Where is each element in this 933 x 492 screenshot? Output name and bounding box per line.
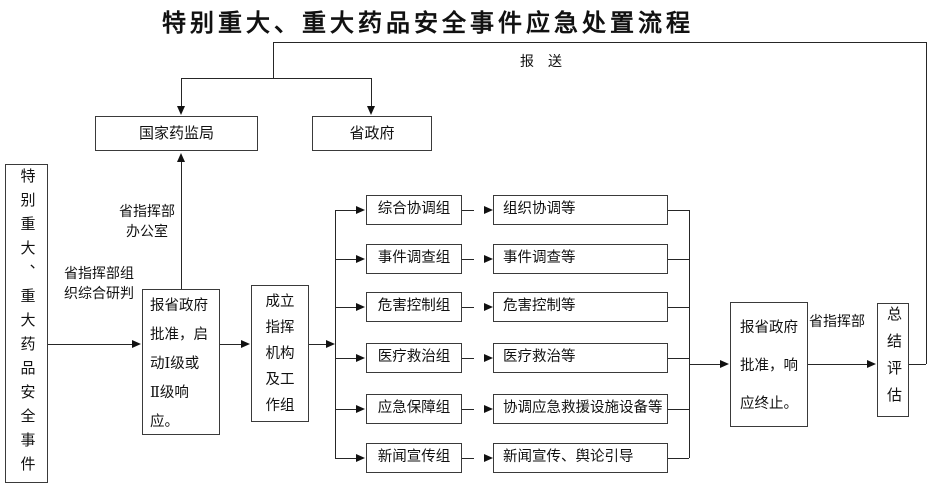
event-box: 特别重大、重大药品安全事件 <box>5 164 48 483</box>
flow-line <box>462 458 474 459</box>
arrowhead-right <box>356 206 365 214</box>
arrowhead-right <box>720 360 729 368</box>
arrowhead-right <box>484 255 493 263</box>
arrowhead-right <box>867 360 876 368</box>
arrowhead-right <box>484 454 493 462</box>
medical-treatment-group-box: 医疗救治组 <box>366 343 462 373</box>
arrowhead-down <box>177 106 185 115</box>
fan-out-line <box>335 210 336 458</box>
report-label: 报 送 <box>520 55 562 70</box>
command-hq-label: 省指挥部 <box>809 315 865 330</box>
emergency-support-group-box: 应急保障组 <box>366 394 462 424</box>
flow-line <box>462 210 474 211</box>
collector-line <box>689 210 690 458</box>
flow-line <box>689 364 720 365</box>
emergency-support-task-box: 协调应急救援设施设备等 <box>493 394 668 424</box>
flow-line <box>808 364 867 365</box>
feedback-line <box>273 42 927 43</box>
flow-line <box>309 344 326 345</box>
hazard-control-task-box: 危害控制等 <box>493 292 668 322</box>
flow-line <box>335 307 356 308</box>
news-publicity-task-box: 新闻宣传、舆论引导 <box>493 443 668 473</box>
flow-line <box>668 358 689 359</box>
investigation-task-box: 事件调查等 <box>493 244 668 274</box>
coordination-task-box: 组织协调等 <box>493 195 668 225</box>
feedback-line <box>909 364 926 365</box>
flow-line <box>668 458 689 459</box>
feedback-line <box>926 42 927 364</box>
approval-activation-box: 报省政府 批准，启 动Ⅰ级或 Ⅱ级响 应。 <box>142 289 220 435</box>
investigation-group-box: 事件调查组 <box>366 244 462 274</box>
event-box-label: 特别重大、重大药品安全事件 <box>18 167 35 480</box>
flow-line <box>668 259 689 260</box>
summary-evaluation-label: 总结评估 <box>885 306 901 414</box>
arrowhead-right <box>241 340 250 348</box>
arrowhead-right <box>356 454 365 462</box>
flow-line <box>668 307 689 308</box>
flow-line <box>462 307 474 308</box>
feedback-line <box>181 78 182 106</box>
provincial-gov-label: 省政府 <box>349 125 395 142</box>
arrowhead-right <box>356 354 365 362</box>
flow-line <box>668 409 689 410</box>
flow-line <box>335 409 356 410</box>
arrowhead-right <box>484 405 493 413</box>
flow-line <box>220 344 241 345</box>
coordination-group-box: 综合协调组 <box>366 195 462 225</box>
flow-line <box>668 210 689 211</box>
flow-line <box>335 358 356 359</box>
arrowhead-right <box>484 354 493 362</box>
flow-line <box>462 409 474 410</box>
report-up-line <box>181 162 182 289</box>
page-title: 特别重大、重大药品安全事件应急处置流程 <box>162 11 694 37</box>
feedback-line <box>273 42 274 78</box>
medical-treatment-task-box: 医疗救治等 <box>493 343 668 373</box>
national-drug-admin-box: 国家药监局 <box>95 116 258 151</box>
provincial-gov-box: 省政府 <box>312 116 432 151</box>
arrowhead-right <box>356 405 365 413</box>
flow-line <box>335 210 356 211</box>
arrowhead-down <box>367 106 375 115</box>
arrowhead-right <box>326 340 335 348</box>
summary-evaluation-box: 总结评估 <box>877 303 909 417</box>
national-drug-admin-label: 国家药监局 <box>138 125 214 142</box>
feedback-line <box>181 78 372 79</box>
flow-line <box>335 259 356 260</box>
approval-termination-box: 报省政府 批准，响 应终止。 <box>730 302 808 427</box>
news-publicity-group-box: 新闻宣传组 <box>366 443 462 473</box>
research-label: 省指挥部组 织综合研判 <box>64 267 134 302</box>
setup-command-box: 成立 指挥 机构 及工 作组 <box>251 285 309 422</box>
arrowhead-right <box>132 340 141 348</box>
flow-line <box>48 344 132 345</box>
flow-line <box>462 358 474 359</box>
arrowhead-up <box>177 153 185 162</box>
arrowhead-right <box>356 303 365 311</box>
hazard-control-group-box: 危害控制组 <box>366 292 462 322</box>
flow-line <box>462 259 474 260</box>
arrowhead-right <box>356 255 365 263</box>
arrowhead-right <box>484 206 493 214</box>
feedback-line <box>371 78 372 106</box>
office-label: 省指挥部 办公室 <box>119 205 175 240</box>
arrowhead-right <box>484 303 493 311</box>
flow-line <box>335 458 356 459</box>
